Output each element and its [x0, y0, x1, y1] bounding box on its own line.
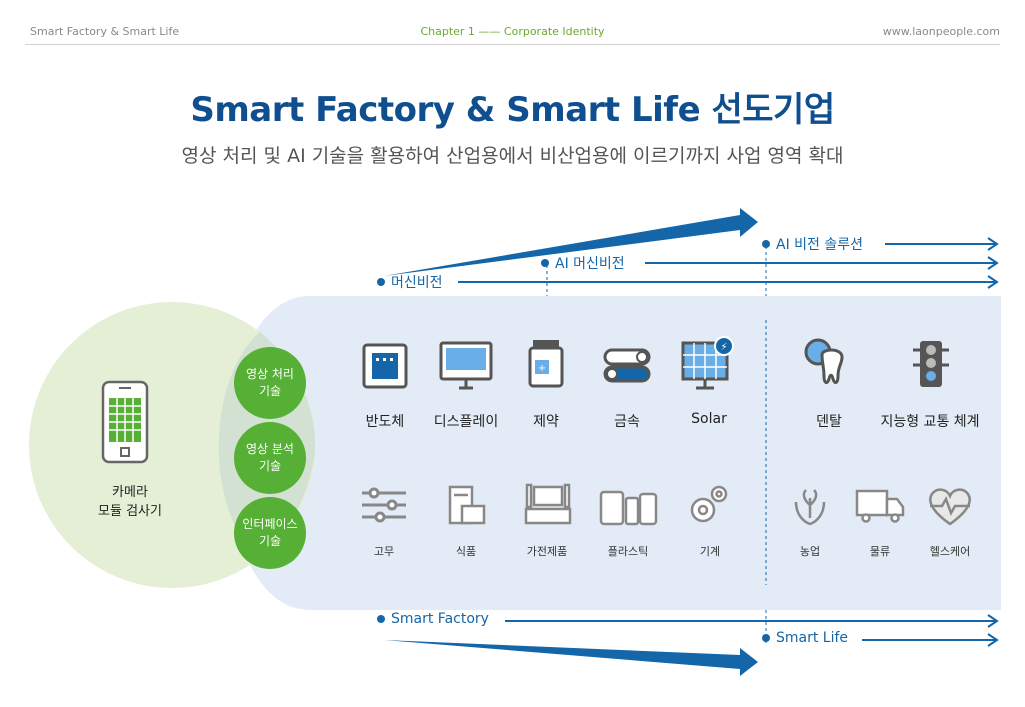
stage-ai-machine-vision: AI 머신비전 [541, 253, 625, 273]
industry-food: 식품 [455, 545, 477, 558]
logistics-truck-icon [855, 489, 905, 523]
industry-dental: 덴탈 [816, 414, 842, 430]
industry-pharma: 제약 [533, 414, 559, 430]
camera-label-line1: 카메라 [112, 485, 148, 500]
chapter-label: Chapter 1 —— Corporate Identity [420, 25, 605, 38]
stage-ai-vision-solution: AI 비전 솔루션 [762, 234, 863, 254]
sf-arrowhead [987, 614, 999, 628]
svg-text:+: + [538, 363, 546, 374]
stage-ai-machine-vision-label: AI 머신비전 [555, 256, 625, 272]
stage-machine-vision-label: 머신비전 [391, 275, 443, 291]
industry-machinery: 기계 [699, 545, 721, 558]
solar-panel-icon: ⚡ [681, 336, 734, 390]
industry-semiconductor: 반도체 [365, 414, 405, 430]
monitor-icon [439, 341, 493, 390]
header-divider [25, 44, 1000, 45]
bullet-dot [762, 240, 770, 248]
healthcare-heart-icon [929, 488, 971, 526]
tech-label-line1: 인터페이스 [242, 517, 298, 531]
stage-ai-vision-solution-label: AI 비전 솔루션 [776, 237, 864, 253]
rubber-sliders-icon [362, 487, 406, 523]
machine-gears-icon [690, 485, 728, 523]
tech-label-line2: 기술 [258, 459, 282, 473]
chip-icon [362, 343, 408, 389]
bullet-dot [762, 634, 770, 642]
stage-smart-life-label: Smart Life [776, 630, 849, 646]
dental-gear-icon [804, 338, 844, 385]
aivs-arrowhead [987, 237, 999, 251]
stage-smart-life: Smart Life [762, 630, 848, 646]
camera-label-line2: 모듈 검사기 [98, 504, 162, 519]
tech-label-line2: 기술 [258, 534, 282, 548]
svg-text:⚡: ⚡ [720, 342, 727, 353]
bullet-dot [377, 278, 385, 286]
stage-smart-factory-label: Smart Factory [391, 611, 489, 627]
metal-roll-icon [603, 348, 651, 383]
stage-smart-factory: Smart Factory [377, 611, 489, 627]
industry-plastic: 플라스틱 [607, 545, 649, 558]
mv-arrowhead [987, 275, 999, 289]
industry-region [227, 296, 1001, 610]
header-left-text: Smart Factory & Smart Life [30, 25, 180, 38]
tech-label-line1: 영상 분석 [246, 442, 294, 456]
growth-arrow-bottom [384, 640, 758, 676]
sl-arrowhead [987, 633, 999, 647]
industry-appliance: 가전제품 [526, 545, 568, 558]
industry-agriculture: 농업 [799, 545, 821, 558]
industry-metal: 금속 [614, 414, 640, 430]
industry-healthcare: 헬스케어 [929, 545, 971, 558]
food-factory-icon [448, 485, 486, 525]
agriculture-hands-icon [794, 489, 826, 526]
bullet-dot [377, 615, 385, 623]
industry-rubber: 고무 [373, 545, 395, 558]
industry-solar: Solar [691, 411, 727, 427]
stage-machine-vision: 머신비전 [377, 272, 443, 292]
traffic-light-icon [913, 341, 949, 387]
page-title: Smart Factory & Smart Life 선도기업 [190, 90, 835, 130]
plastic-bottles-icon [599, 490, 658, 526]
camera-module-icon [101, 380, 149, 464]
industry-its: 지능형 교통 체계 [880, 414, 980, 430]
tech-label-line1: 영상 처리 [246, 367, 294, 381]
page-subtitle: 영상 처리 및 AI 기술을 활용하여 산업용에서 비산업용에 이르기까지 사업… [181, 145, 844, 167]
industry-display: 디스플레이 [433, 414, 499, 430]
bullet-dot [541, 259, 549, 267]
medicine-bottle-icon: + [528, 340, 564, 388]
industry-logistics: 물류 [869, 545, 891, 558]
header-url: www.laonpeople.com [882, 25, 1000, 38]
camera-module-label: 카메라 모듈 검사기 [60, 483, 200, 521]
aimv-arrowhead [987, 256, 999, 270]
tech-label-line2: 기술 [258, 384, 282, 398]
appliance-icon [524, 483, 572, 525]
